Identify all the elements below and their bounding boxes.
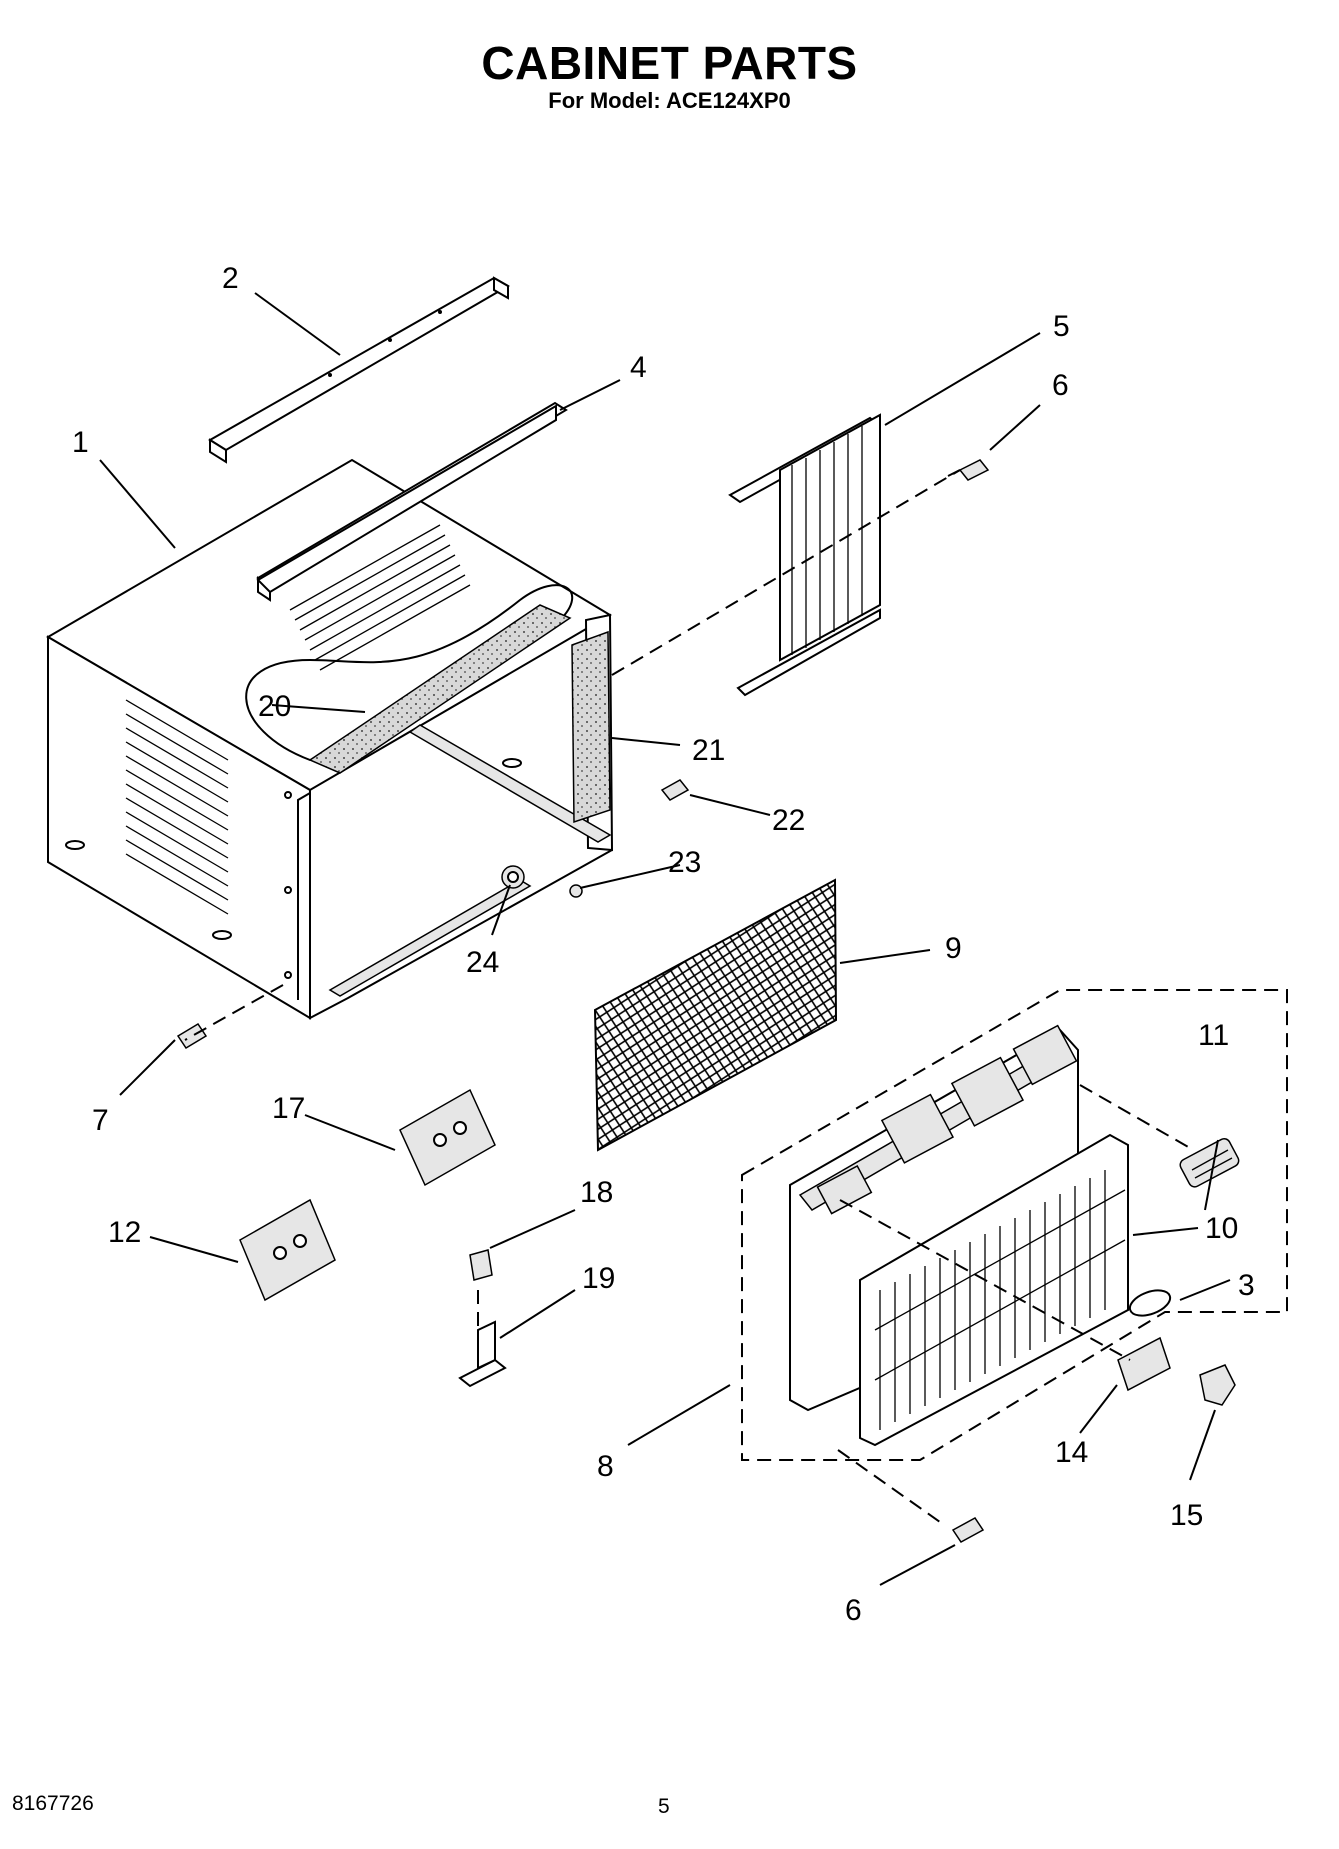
- screw-part-6-bottom: [951, 1517, 985, 1543]
- control-plate-part: [1117, 1336, 1171, 1392]
- cabinet-body: [46, 401, 614, 1020]
- side-louvers: [125, 699, 229, 915]
- callout-1: 1: [72, 426, 89, 459]
- callout-8: 8: [597, 1450, 614, 1483]
- grommet-part-24: [501, 865, 525, 889]
- callout-2: 2: [222, 262, 239, 295]
- leader-lines: [99, 292, 1231, 1586]
- callout-5: 5: [1053, 310, 1070, 343]
- callout-9: 9: [945, 932, 962, 965]
- callout-6-bottom: 6: [845, 1594, 862, 1627]
- callout-24: 24: [466, 946, 499, 979]
- callout-20: 20: [258, 690, 291, 723]
- front-panel-dashed-group: [741, 989, 1288, 1461]
- screw-part-7: [176, 1022, 208, 1050]
- top-louvers: [289, 524, 471, 671]
- model-subtitle: For Model: ACE124XP0: [548, 88, 791, 113]
- callout-19: 19: [582, 1262, 615, 1295]
- callout-10: 10: [1205, 1212, 1238, 1245]
- bracket-part-17: [399, 1088, 496, 1187]
- callout-labels: 1 2 3 4 5 6 6 7 8 9 10 11 12 14 15 17 18…: [72, 262, 1255, 1627]
- screw-part-18: [469, 1249, 493, 1281]
- bracket-part-19: [458, 1320, 507, 1388]
- callout-6-top: 6: [1052, 369, 1069, 402]
- callout-17: 17: [272, 1092, 305, 1125]
- knob-part: [1199, 1364, 1236, 1406]
- oval-label-part: [1128, 1289, 1172, 1317]
- callout-23: 23: [668, 846, 701, 879]
- foam-seal-top: [245, 584, 574, 774]
- bracket-part-12: [239, 1198, 336, 1302]
- callout-18: 18: [580, 1176, 613, 1209]
- callout-14: 14: [1055, 1436, 1088, 1469]
- top-channel-part: [208, 276, 511, 464]
- callout-22: 22: [772, 804, 805, 837]
- callout-15: 15: [1170, 1499, 1203, 1532]
- air-filter-part: [593, 878, 838, 1152]
- callout-3: 3: [1238, 1269, 1255, 1302]
- top-strip-part: [256, 404, 557, 594]
- page-title: CABINET PARTS: [481, 37, 858, 89]
- callout-21: 21: [692, 734, 725, 767]
- page-number: 5: [658, 1795, 670, 1818]
- washer-part-23: [569, 884, 583, 898]
- document-number: 8167726: [12, 1792, 94, 1815]
- front-panel-part: [789, 1024, 1129, 1447]
- callout-11: 11: [1198, 1019, 1229, 1052]
- side-curtain-part: [728, 413, 881, 697]
- callout-4: 4: [630, 351, 647, 384]
- screw-part-22: [660, 779, 690, 801]
- callout-12: 12: [108, 1216, 141, 1249]
- screw-part-6-top: [947, 459, 990, 481]
- foam-seal-side: [571, 630, 611, 824]
- vent-part-11: [1179, 1137, 1240, 1188]
- callout-7: 7: [92, 1104, 109, 1137]
